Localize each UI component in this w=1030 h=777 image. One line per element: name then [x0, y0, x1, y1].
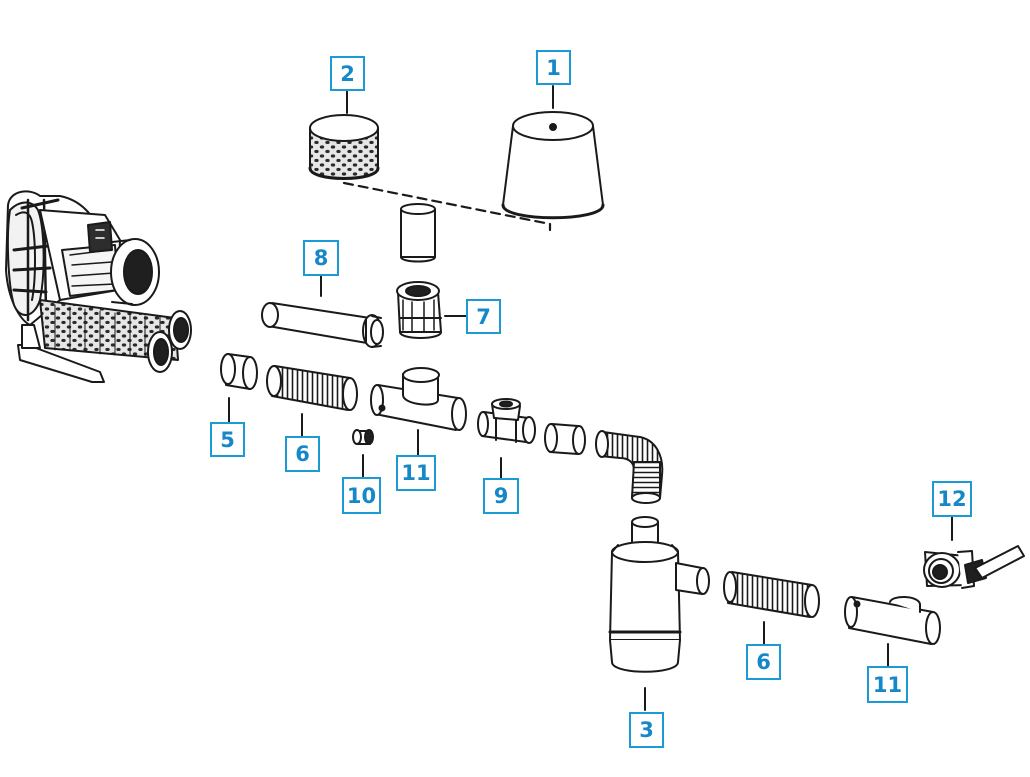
ball-valve	[923, 545, 1025, 589]
callout-3: 3	[629, 712, 664, 748]
callout-12: 12	[932, 481, 972, 517]
check-valve	[477, 398, 536, 444]
separator-canister	[608, 516, 710, 673]
tee-fitting	[370, 367, 467, 431]
blower-unit	[5, 190, 192, 383]
callout-5: 5	[210, 422, 245, 457]
callout-11b: 11	[867, 666, 908, 703]
callout-6a: 6	[285, 436, 320, 472]
callout-2: 2	[330, 56, 365, 91]
filter-cartridge	[308, 114, 380, 180]
callout-9: 9	[483, 478, 519, 514]
connector-pipe	[544, 423, 586, 455]
inline-filter	[261, 302, 384, 348]
filter-spigot	[400, 203, 436, 263]
callout-6b: 6	[746, 644, 781, 680]
callout-1: 1	[536, 50, 571, 85]
short-pipe	[220, 353, 258, 390]
flex-hose	[266, 365, 358, 411]
callout-10: 10	[342, 477, 381, 514]
hose-elbow	[595, 430, 664, 504]
leader-lines	[228, 85, 953, 711]
tee-fitting-2	[844, 596, 941, 645]
callout-7: 7	[466, 299, 501, 334]
callout-8: 8	[303, 240, 339, 276]
plug	[352, 429, 374, 445]
flex-hose-2	[723, 571, 820, 618]
callout-11a: 11	[396, 455, 436, 491]
threaded-adapter	[396, 281, 442, 339]
filter-housing-cap	[501, 111, 605, 220]
